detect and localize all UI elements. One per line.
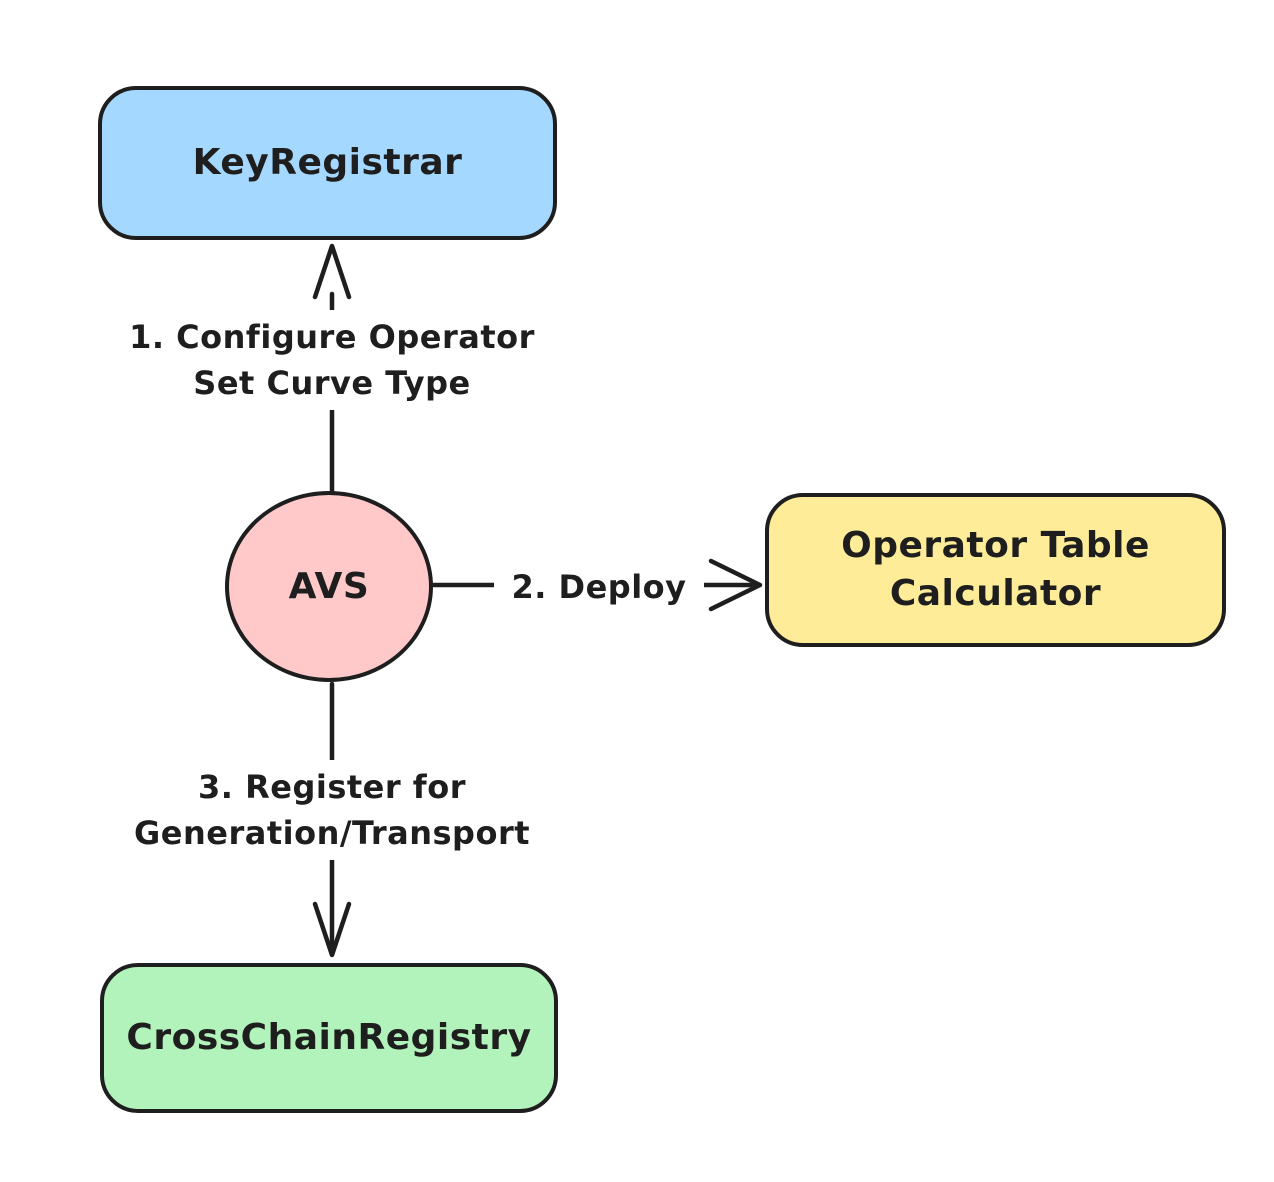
node-operator-table-calculator-label: Operator Table Calculator <box>841 525 1150 614</box>
node-cross-chain-registry: CrossChainRegistry <box>100 963 558 1113</box>
arrow-register-head <box>312 901 352 958</box>
node-avs-label: AVS <box>288 565 370 607</box>
edge-label-register: 3. Register for Generation/Transport <box>102 760 562 860</box>
edge-label-configure: 1. Configure Operator Set Curve Type <box>102 310 562 410</box>
node-cross-chain-registry-label: CrossChainRegistry <box>126 1017 532 1058</box>
node-operator-table-calculator: Operator Table Calculator <box>765 493 1226 647</box>
edge-label-deploy: 2. Deploy <box>494 560 704 614</box>
node-key-registrar: KeyRegistrar <box>98 86 557 240</box>
node-avs: AVS <box>225 491 433 682</box>
arrow-deploy-head <box>708 558 763 612</box>
arrow-configure-head <box>312 243 352 300</box>
node-key-registrar-label: KeyRegistrar <box>192 142 463 183</box>
